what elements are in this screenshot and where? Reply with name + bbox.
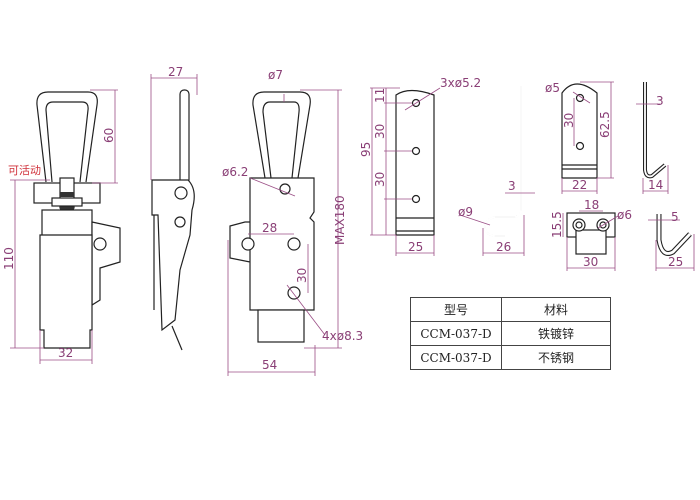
dim-width-30: 30 — [583, 255, 598, 269]
dim-bend-9: ø9 — [458, 205, 473, 219]
dim-holes-4x8-3: 4xø8.3 — [322, 329, 363, 343]
back-lower — [257, 309, 305, 343]
dim-spacing-18: 18 — [584, 198, 599, 212]
cell-model: CCM-037-D — [410, 345, 502, 370]
side-body — [151, 179, 195, 332]
front-body — [39, 234, 93, 349]
dim-height-110: 110 — [2, 247, 16, 270]
header-material: 材料 — [501, 297, 611, 322]
keeper-side: 5 25 — [648, 210, 695, 271]
dim-pitch-30: 30 — [562, 113, 576, 128]
small-hook-side: 3 14 — [636, 82, 669, 194]
dim-thickness-5: 5 — [671, 210, 679, 224]
dim-handle-60: 60 — [102, 128, 116, 143]
dim-pitch-30-a: 30 — [373, 124, 387, 139]
dim-depth-26: 26 — [496, 240, 511, 254]
cell-material: 不锈钢 — [501, 345, 611, 370]
table-header-row: 型号 材料 — [410, 297, 611, 322]
cell-model: CCM-037-D — [410, 321, 502, 346]
back-plate — [229, 177, 315, 311]
cell-material: 铁镀锌 — [501, 321, 611, 346]
small-hook-front: ø5 30 62.5 22 — [545, 81, 614, 194]
dim-hole-spacing-30: 30 — [295, 268, 309, 283]
keeper-front: 18 ø6 15.5 30 — [550, 198, 632, 271]
table-row: CCM-037-D 铁镀锌 — [410, 321, 611, 346]
dim-holes-3x5-2: 3xø5.2 — [440, 76, 481, 90]
handle-loop-outer — [36, 91, 98, 183]
dim-hole-5: ø5 — [545, 81, 560, 95]
dim-thickness-3: 3 — [656, 94, 664, 108]
dim-height-62-5: 62.5 — [598, 111, 612, 138]
dim-hole-6-2: ø6.2 — [222, 165, 248, 179]
dim-depth-25: 25 — [668, 255, 683, 269]
dim-width-54: 54 — [262, 358, 277, 372]
dim-hole-spacing-28: 28 — [262, 221, 277, 235]
dim-width-25: 25 — [408, 240, 423, 254]
dim-pitch-30-b: 30 — [373, 172, 387, 187]
dim-handle-dia-7: ø7 — [268, 68, 283, 82]
side-tab — [91, 221, 121, 307]
front-view: 110 60 32 可活动 — [2, 89, 121, 364]
table-row: CCM-037-D 不锈钢 — [410, 345, 611, 370]
movable-note: 可活动 — [8, 164, 41, 177]
header-model: 型号 — [410, 297, 502, 322]
dim-width-22: 22 — [572, 178, 587, 192]
side-view: 27 — [150, 65, 198, 351]
dim-height-15-5: 15.5 — [550, 211, 564, 238]
spec-table: 型号 材料 CCM-037-D 铁镀锌 CCM-037-D 不锈钢 — [410, 297, 611, 370]
large-hook-front: 3xø5.2 11 30 30 95 25 — [359, 76, 481, 256]
dim-total-95: 95 — [359, 142, 373, 157]
large-hook-side: 3 ø9 26 — [458, 86, 535, 256]
dim-depth-27: 27 — [168, 65, 183, 79]
back-view: 28 30 ø6.2 ø7 4xø8.3 54 MAX180 — [222, 68, 363, 376]
dim-thickness-3: 3 — [508, 179, 516, 193]
dim-width-32: 32 — [58, 346, 73, 360]
dim-hole-6: ø6 — [617, 208, 632, 222]
dim-depth-14: 14 — [648, 178, 663, 192]
dim-max-180: MAX180 — [333, 195, 347, 245]
dim-top-11: 11 — [373, 88, 387, 103]
tab-hole — [93, 237, 107, 251]
